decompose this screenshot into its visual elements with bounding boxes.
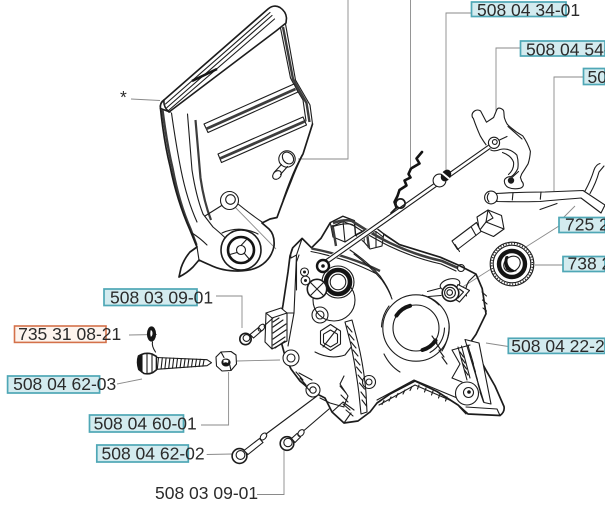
svg-text:508 04 34-01: 508 04 34-01 (477, 0, 580, 20)
svg-text:738 22: 738 22 (568, 254, 605, 274)
svg-text:*: * (120, 87, 127, 107)
svg-text:508 04 62-03: 508 04 62-03 (13, 374, 116, 394)
svg-text:508 04 22-20: 508 04 22-20 (511, 336, 605, 356)
svg-text:508 03 09-01: 508 03 09-01 (155, 483, 258, 503)
svg-text:508 03 09-01: 508 03 09-01 (110, 288, 213, 308)
svg-text:725 23: 725 23 (565, 215, 605, 235)
svg-text:508 04 62-02: 508 04 62-02 (102, 444, 205, 464)
svg-text:508 0: 508 0 (588, 67, 605, 87)
svg-text:508 04 54-0: 508 04 54-0 (526, 40, 605, 60)
svg-text:508 04 60-01: 508 04 60-01 (94, 414, 197, 434)
svg-text:735 31 08-21: 735 31 08-21 (18, 324, 121, 344)
